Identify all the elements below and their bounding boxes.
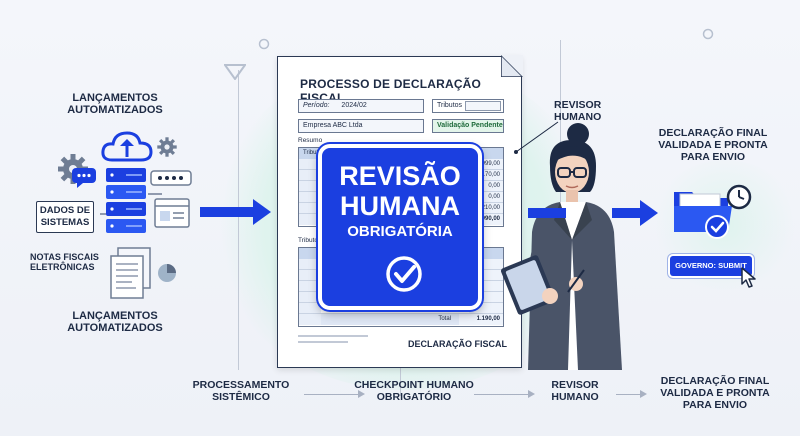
flow-arrow-1-tip [358,390,365,398]
table-cell: 990,00 [469,214,503,225]
decor-circle-icon [258,38,270,50]
table-cell: 999,00 [469,159,503,169]
flow-arrow-1 [304,394,360,395]
document-corner-fold [501,55,523,77]
company-field: Empresa ABC Ltda [298,119,424,133]
table-cell: 0,00 [469,192,503,202]
check-circle-icon [705,215,729,239]
chat-bubble-icon [72,168,96,188]
table-row [299,303,503,314]
human-reviewer-illustration [500,123,622,370]
label-final-declaration: DECLARAÇÃO FINAL VALIDADA E PRONTA PARA … [658,127,768,163]
status-field: Validação Pendente [432,119,504,133]
section-tributo-label: Tributo [298,237,318,244]
gear-small-icon [157,137,177,157]
document-text-lines [298,335,368,343]
flow-step-human-reviewer: REVISOR HUMANO [551,379,599,403]
period-field: Período: 2024/02 [298,99,424,113]
total-label: Total [438,316,451,322]
label-electronic-invoices: NOTAS FISCAIS ELETRÔNICAS [30,252,99,273]
guide-line-center [400,368,401,396]
pie-chart-icon [158,264,176,282]
label-automated-entries-top: LANÇAMENTOS AUTOMATIZADOS [67,92,163,117]
flow-arrow-2 [474,394,530,395]
tributos-input-box [465,101,501,111]
arrow-right-body [528,208,566,218]
table-cell: 0,00 [469,181,503,191]
connector-lines [100,193,162,215]
document-icon [110,247,151,299]
flow-step-systemic-processing: PROCESSAMENTO SISTÊMICO [192,379,290,403]
table-cell: 170,00 [469,170,503,180]
government-submit-button[interactable]: GOVERNO: SUBMIT [670,256,752,276]
systems-data-box: DADOS DE SISTEMAS [36,201,94,233]
arrow-left-head [253,199,271,225]
reviewer-pointer-line [514,121,559,154]
guide-line-left [238,70,239,370]
table-cell: 210,00 [469,203,503,213]
table-row: 990,00 [299,214,503,225]
period-value: 2024/02 [341,102,367,109]
flow-arrow-3-tip [640,390,647,398]
clock-icon [726,184,752,210]
cursor-icon [741,267,756,288]
label-human-reviewer: REVISOR HUMANO [554,99,602,123]
flow-arrow-3 [616,394,642,395]
badge-line-2: HUMANA [340,191,460,221]
flow-step-final-declaration: DECLARAÇÃO FINAL VALIDADA E PRONTA PARA … [660,375,770,411]
checkmark-icon [386,256,422,292]
server-stack-icon [106,168,146,233]
flow-arrow-2-tip [528,390,535,398]
decor-circle-right-icon [702,28,714,40]
decor-triangle-icon [224,64,246,80]
badge-line-1: REVISÃO [339,161,461,191]
mandatory-review-badge: REVISÃO HUMANA OBRIGATÓRIA [318,144,482,310]
arrow-right-head [640,200,658,226]
label-automated-entries-bottom: LANÇAMENTOS AUTOMATIZADOS [67,310,163,335]
document-footer: DECLARAÇÃO FISCAL [408,339,507,349]
password-field-icon [150,170,192,186]
cloud-upload-icon [101,131,153,162]
systems-data-label: DADOS DE SISTEMAS [39,205,91,228]
arrow-left-body [200,207,254,217]
total-row: Total 1.190,00 [299,314,503,325]
tributos-label: Tributos [437,102,463,109]
badge-line-3: OBRIGATÓRIA [347,223,453,240]
summary-col-tributo: Tributo [303,150,322,156]
flow-step-human-checkpoint: CHECKPOINT HUMANO OBRIGATÓRIO [354,379,474,403]
period-label: Período: [303,102,330,109]
window-icon [154,198,190,228]
section-resumo-label: Resumo [298,137,323,144]
total-value: 1.190,00 [459,314,503,325]
arrow-right-body-2 [612,208,640,218]
